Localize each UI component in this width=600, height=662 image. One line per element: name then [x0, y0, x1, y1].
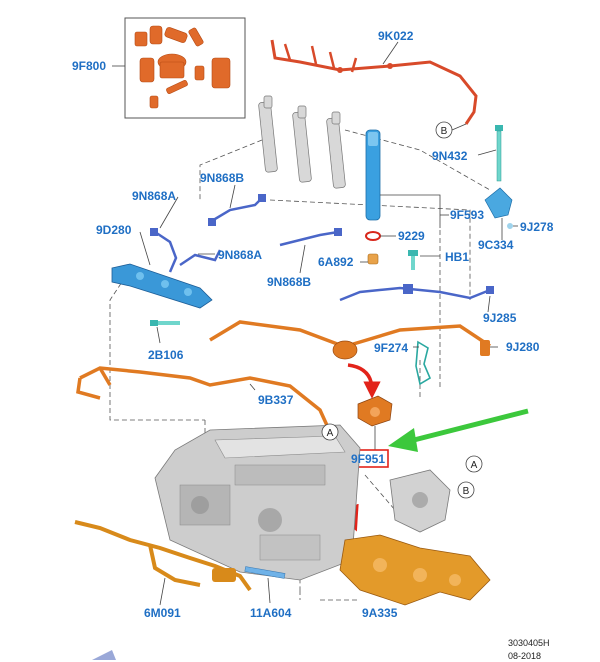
- label-9B337: 9B337: [258, 393, 294, 407]
- label-9N868A-top: 9N868A: [132, 189, 176, 203]
- label-9N868B-top: 9N868B: [200, 171, 244, 185]
- high-pressure-fuel-pump: [357, 395, 393, 427]
- fuel-rail: [111, 263, 213, 309]
- label-2B106: 2B106: [148, 348, 184, 362]
- label-HB1: HB1: [445, 250, 469, 264]
- svg-text:A: A: [327, 428, 334, 439]
- label-9F951: 9F951: [351, 452, 385, 466]
- intake-manifold: [339, 534, 491, 606]
- fuel-filter-housing: [332, 340, 490, 360]
- label-9J285: 9J285: [483, 311, 517, 325]
- seal-kit-box: [124, 17, 246, 119]
- label-9J278: 9J278: [520, 220, 554, 234]
- label-9F274: 9F274: [374, 341, 408, 355]
- label-9229: 9229: [398, 229, 425, 243]
- callout-a-right: A: [465, 455, 483, 473]
- label-9A335: 9A335: [362, 606, 398, 620]
- drawing-code: 3030405H: [508, 638, 550, 648]
- label-6M091: 6M091: [144, 606, 181, 620]
- red-arrow-small: [347, 363, 381, 399]
- callout-a-left: A: [321, 423, 339, 441]
- clamp-bolt: [495, 125, 503, 182]
- label-9N868B-mid: 9N868B: [267, 275, 311, 289]
- hb1-bolt: [408, 250, 418, 270]
- label-9N868A-mid: 9N868A: [218, 248, 262, 262]
- injector-set-gray: [258, 95, 346, 189]
- nav-arrow-icon: [92, 650, 116, 660]
- label-9J280: 9J280: [506, 340, 540, 354]
- label-11A604: 11A604: [250, 606, 292, 620]
- callout-b-bottom: B: [457, 481, 475, 499]
- injector-clamp-bracket: [484, 187, 513, 229]
- green-pointer-arrow: [388, 408, 529, 452]
- label-9D280: 9D280: [96, 223, 132, 237]
- svg-text:B: B: [441, 126, 448, 137]
- label-9F593: 9F593: [450, 208, 484, 222]
- label-6A892: 6A892: [318, 255, 354, 269]
- label-9C334: 9C334: [478, 238, 514, 252]
- harness-connector: [212, 568, 236, 582]
- fuel-return-line: [270, 39, 478, 125]
- retaining-clip: [415, 340, 432, 386]
- sensor-probe: [244, 566, 286, 579]
- callout-b-top: B: [435, 121, 453, 139]
- injector-blue: [365, 129, 381, 265]
- svg-text:A: A: [471, 460, 478, 471]
- hose-fittings: [150, 194, 494, 294]
- rail-bolt: [150, 320, 180, 326]
- fuel-supply-lines: [76, 320, 491, 433]
- fuel-pump-housing: [389, 469, 451, 533]
- label-9F800: 9F800: [72, 59, 106, 73]
- label-9N432: 9N432: [432, 149, 468, 163]
- svg-text:B: B: [463, 486, 470, 497]
- drawing-date: 08-2018: [508, 651, 541, 661]
- label-9K022: 9K022: [378, 29, 414, 43]
